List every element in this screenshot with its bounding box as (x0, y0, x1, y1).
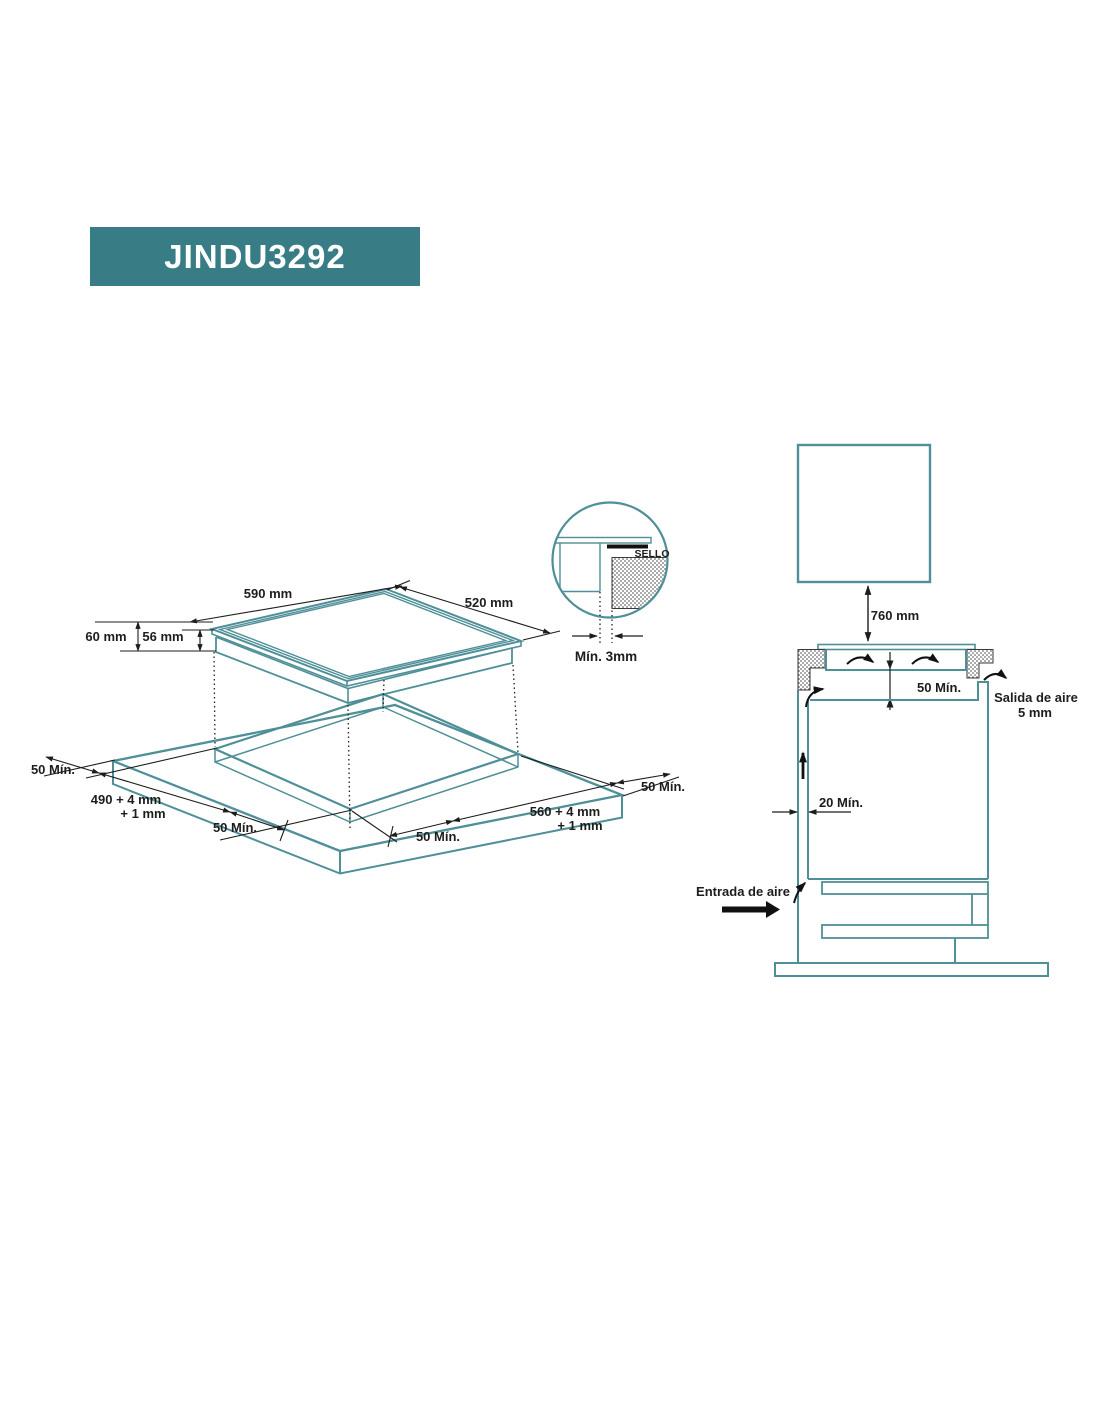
cutout-width-label: 490 + 4 mm (91, 792, 161, 807)
model-banner: JINDU3292 (90, 227, 420, 286)
cutout-width-tolerance-label: + 1 mm (120, 806, 165, 821)
countertop-section-right (966, 649, 994, 679)
airflow-arrows (846, 653, 940, 665)
margin-label-mid-right: 50 Mín. (416, 829, 460, 844)
seal-gap-label: Mín. 3mm (575, 649, 637, 664)
bottom-clearance-label: 50 Mín. (917, 680, 961, 695)
countertop-cutout (108, 692, 627, 875)
cutout-width-dimension (43, 747, 353, 842)
air-inlet-arrow (722, 901, 780, 918)
hob-body-height-label: 56 mm (142, 629, 183, 644)
hob-width-label: 590 mm (244, 586, 292, 601)
wall-clearance-label: 20 Mín. (819, 795, 863, 810)
air-outlet-gap-label: 5 mm (1018, 705, 1052, 720)
air-outlet-label: Salida de aire (994, 690, 1078, 705)
model-label: JINDU3292 (164, 237, 346, 275)
hob-body-section (825, 649, 967, 671)
seal-label: SELLO (634, 548, 669, 560)
margin-label-right: 50 Mín. (641, 779, 685, 794)
air-inlet-label: Entrada de aire (696, 884, 790, 899)
countertop-section-left (797, 649, 826, 691)
seal-strip (607, 544, 648, 549)
hood-clearance-label: 760 mm (871, 608, 919, 623)
hob-total-height-label: 60 mm (85, 629, 126, 644)
margin-label-left: 50 Mín. (31, 762, 75, 777)
air-path-arrows (793, 669, 1008, 904)
cabinet-outline (774, 681, 1049, 977)
hob-dimensions (95, 579, 561, 652)
seal-detail-circle: SELLO Mín. 3mm (551, 501, 670, 664)
hob-depth-label: 520 mm (465, 595, 513, 610)
cutout-depth-dimension (351, 755, 680, 848)
cutout-depth-tolerance-label: + 1 mm (557, 818, 602, 833)
cabinet-side-view: 760 mm 50 Mín. (696, 443, 1078, 977)
hood-box (796, 443, 932, 584)
cutout-depth-label: 560 + 4 mm (530, 804, 600, 819)
margin-label-mid-left: 50 Mín. (213, 820, 257, 835)
hob-glass-section (817, 643, 976, 651)
projection-lines (213, 651, 519, 830)
